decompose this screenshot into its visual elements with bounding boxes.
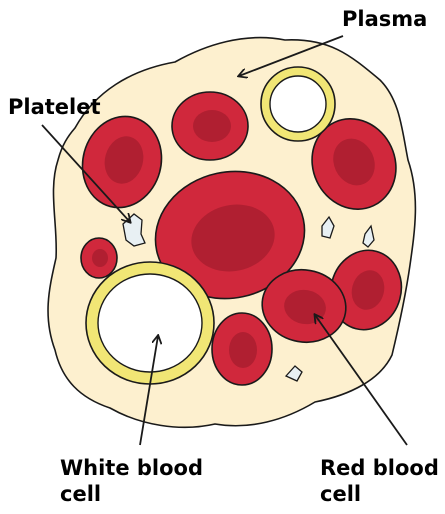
red-blood-cell-label-line: Red blood xyxy=(320,455,439,481)
platelet-label: Platelet xyxy=(8,94,101,120)
white-blood-cell xyxy=(261,67,335,141)
red-blood-cell xyxy=(81,238,117,278)
red-blood-cell xyxy=(172,92,248,160)
white-blood-cell xyxy=(86,262,214,384)
red-blood-cell-label-line: cell xyxy=(320,481,439,507)
white-blood-cell-label-line: cell xyxy=(60,481,203,507)
white-blood-cell-label-line: White blood xyxy=(60,455,203,481)
red-blood-cell-label: Red blood cell xyxy=(320,455,439,507)
red-blood-cell xyxy=(212,313,272,385)
white-blood-cell-label: White blood cell xyxy=(60,455,203,507)
plasma-label: Plasma xyxy=(342,6,427,32)
